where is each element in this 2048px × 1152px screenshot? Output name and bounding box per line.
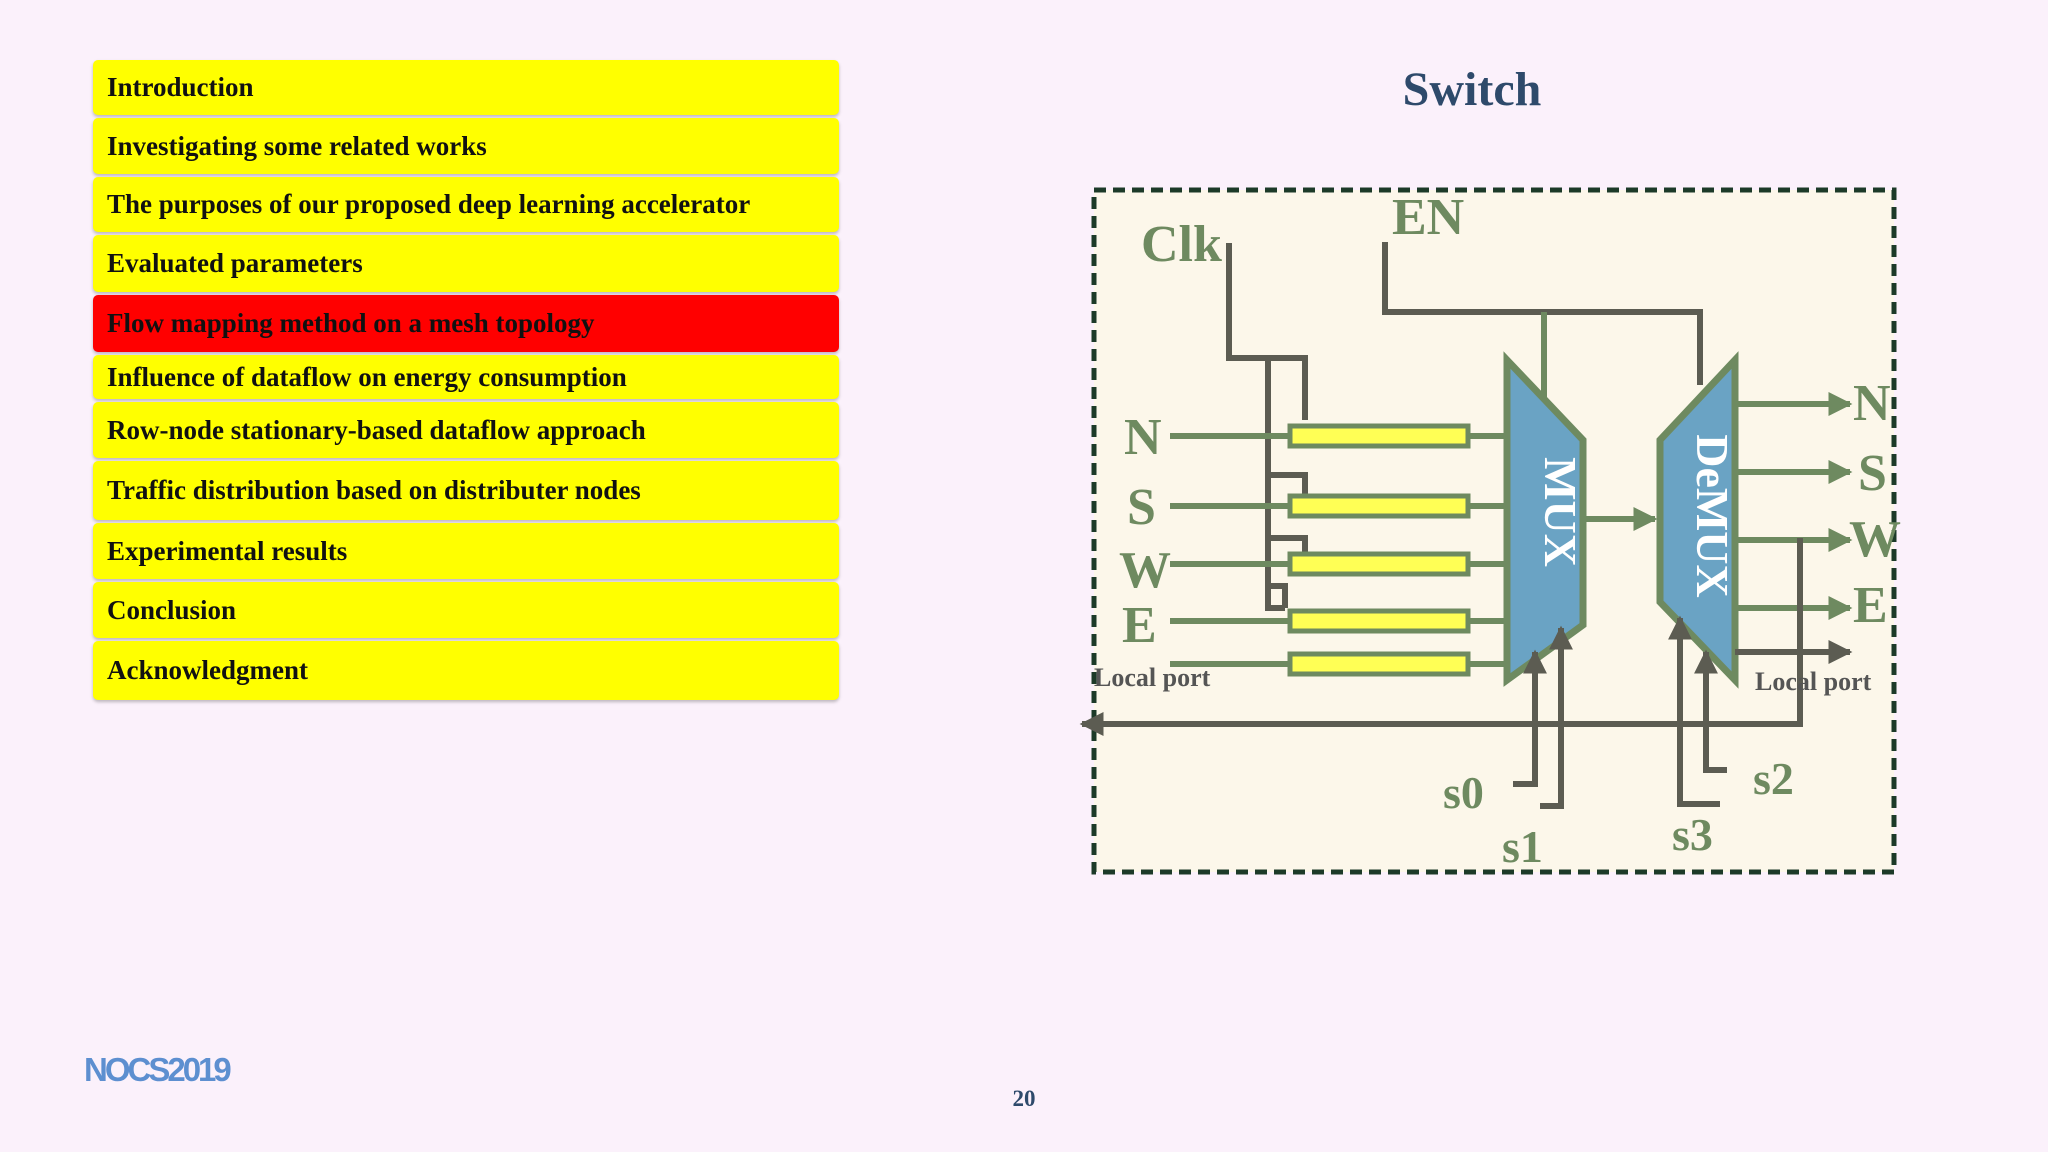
slide-title: Switch	[1402, 63, 1542, 116]
input-label-e: E	[1122, 597, 1157, 654]
input-label-s: S	[1127, 479, 1156, 536]
select-label-s1: s1	[1502, 821, 1543, 872]
output-label-s: S	[1858, 445, 1887, 502]
mux-label: MUX	[1535, 457, 1586, 567]
mux-block	[1503, 351, 1587, 687]
conference-logo: NOCS2019	[84, 1051, 232, 1088]
agenda-item[interactable]: Traffic distribution based on distribute…	[93, 461, 839, 520]
en-label: EN	[1392, 189, 1464, 246]
agenda-item[interactable]: Conclusion	[93, 582, 839, 638]
clock-network	[1226, 243, 1308, 611]
agenda-item[interactable]: Influence of dataflow on energy consumpt…	[93, 355, 839, 399]
select-lines	[1513, 615, 1727, 809]
select-label-s3: s3	[1672, 809, 1713, 860]
agenda-item[interactable]: Evaluated parameters	[93, 235, 839, 292]
agenda-item[interactable]: Introduction	[93, 60, 839, 115]
select-label-s0: s0	[1443, 767, 1484, 818]
output-label-n: N	[1853, 375, 1891, 432]
register-n	[1287, 423, 1471, 449]
output-label-w: W	[1849, 511, 1901, 568]
input-label-w: W	[1119, 542, 1171, 599]
agenda-item[interactable]: Acknowledgment	[93, 641, 839, 700]
input-registers	[1287, 423, 1471, 677]
agenda-item[interactable]: The purposes of our proposed deep learni…	[93, 177, 839, 232]
agenda-item[interactable]: Flow mapping method on a mesh topology	[93, 295, 839, 352]
register-w	[1287, 551, 1471, 577]
agenda-item[interactable]: Experimental results	[93, 523, 839, 579]
register-s	[1287, 493, 1471, 519]
input-wires	[1170, 433, 1507, 667]
input-label-n: N	[1124, 409, 1162, 466]
clk-label: Clk	[1141, 216, 1222, 273]
input-local-label: Local port	[1094, 663, 1211, 692]
register-local	[1287, 651, 1471, 677]
output-arrows	[1735, 392, 1853, 620]
output-label-e: E	[1853, 577, 1888, 634]
agenda-item[interactable]: Investigating some related works	[93, 118, 839, 174]
page-number: 20	[1012, 1086, 1036, 1111]
select-label-s2: s2	[1753, 753, 1794, 804]
output-local-label: Local port	[1755, 667, 1872, 696]
local-loopback	[1079, 538, 1803, 736]
agenda-item[interactable]: Row-node stationary-based dataflow appro…	[93, 402, 839, 458]
demux-block	[1656, 351, 1739, 689]
register-e	[1287, 608, 1471, 634]
demux-label: DeMUX	[1687, 434, 1738, 598]
